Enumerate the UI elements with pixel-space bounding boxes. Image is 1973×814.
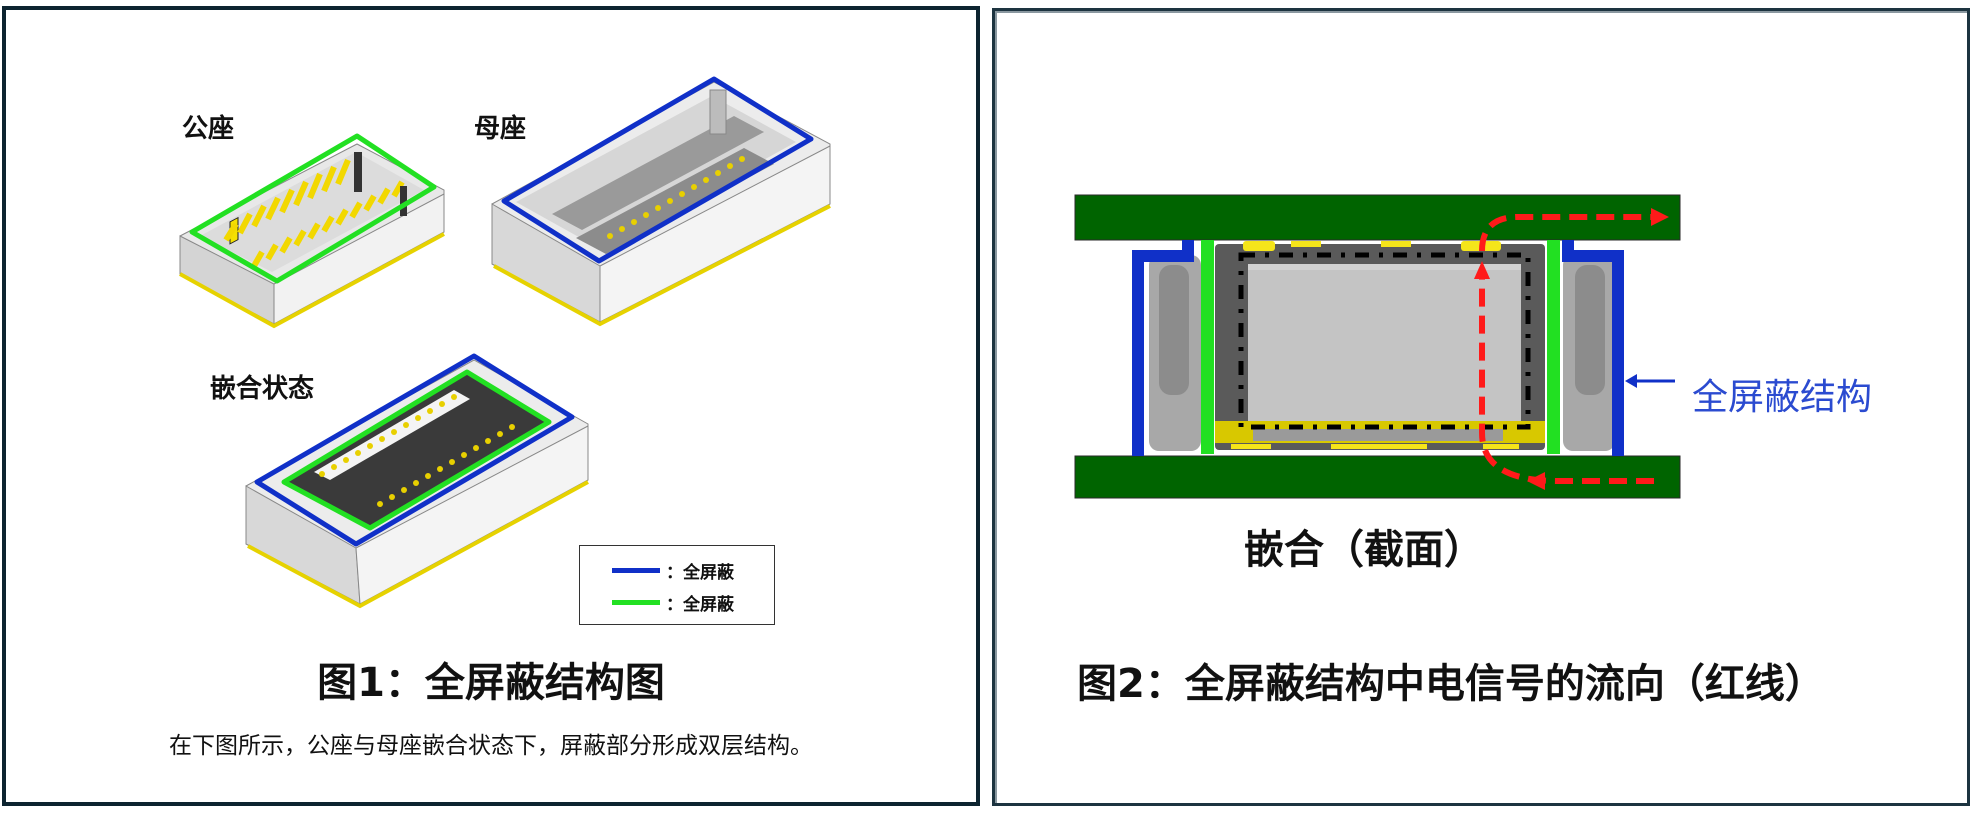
figure-1-description: 在下图所示，公座与母座嵌合状态下，屏蔽部分形成双层结构。 (169, 733, 813, 759)
legend-item-outer-shield: ：全屏蔽 (612, 560, 734, 583)
legend-text: ：全屏蔽 (666, 594, 734, 615)
male-connector-illustration (179, 133, 445, 329)
mated-contacts (319, 394, 515, 507)
male-contacts (223, 158, 405, 268)
legend-item-inner-shield: ：全屏蔽 (612, 592, 734, 615)
inner-shield-outline (189, 133, 437, 284)
figure-2-title: 图2：全屏蔽结构中电信号的流向（红线） (1077, 661, 1825, 707)
section-label: 嵌合（截面） (1244, 527, 1484, 573)
inner-shield-left (1201, 240, 1214, 454)
blue-line-swatch-icon (612, 567, 660, 573)
legend: ：全屏蔽 ：全屏蔽 (579, 545, 775, 625)
bottom-pcb (1074, 455, 1681, 499)
inner-shield-right (1547, 240, 1560, 454)
label-arrow-head (1625, 374, 1637, 388)
outer-shield-left (1132, 240, 1194, 456)
outer-shield-outline (254, 353, 575, 547)
green-line-swatch-icon (612, 599, 660, 605)
cross-section-diagram (1074, 194, 1681, 499)
male-connector-label: 公座 (182, 114, 235, 144)
figure-1-panel: 公座 母座 嵌合状态 ：全屏蔽 ：全屏蔽 图1：全屏蔽结构图 在下图所示，公座与… (2, 6, 980, 806)
female-connector-label: 母座 (474, 114, 527, 144)
figure-1-title: 图1：全屏蔽结构图 (317, 660, 665, 706)
top-pcb (1074, 194, 1681, 241)
female-connector-illustration (491, 76, 831, 327)
figure-2-panel: 全屏蔽结构 嵌合（截面） 图2：全屏蔽结构中电信号的流向（红线） (992, 8, 1970, 806)
mated-state-label: 嵌合状态 (210, 374, 315, 404)
legend-text: ：全屏蔽 (666, 562, 734, 583)
inner-shield-outline (281, 369, 552, 531)
female-contacts (607, 156, 745, 239)
full-shield-structure-label: 全屏蔽结构 (1692, 377, 1873, 418)
outer-shield-right (1562, 240, 1624, 456)
outer-shield-outline (501, 76, 814, 264)
mated-connector-illustration (245, 353, 589, 609)
connector-3d-illustrations (179, 76, 831, 609)
signal-flow-path (1474, 208, 1669, 490)
